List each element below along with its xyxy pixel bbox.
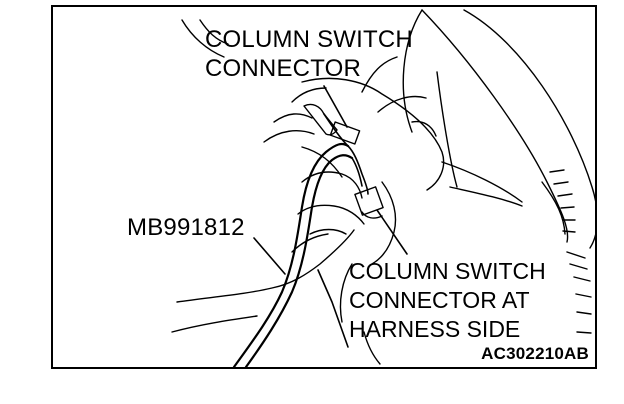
tester-cable — [232, 142, 350, 367]
column-shroud — [301, 77, 445, 191]
label-tool-mb991812: MB991812 — [127, 214, 245, 241]
leader-harness-side — [376, 209, 408, 255]
label-harness-side-line2: CONNECTOR AT — [349, 287, 530, 313]
leader-column-switch-connector — [323, 85, 348, 128]
figure-code: AC302210AB — [481, 344, 589, 363]
illustration-frame: COLUMN SWITCH CONNECTOR MB991812 COLUMN … — [51, 5, 597, 369]
label-harness-side-line3: HARNESS SIDE — [349, 316, 521, 342]
label-column-switch-connector-line2: CONNECTOR — [205, 55, 362, 82]
leader-tool — [253, 237, 286, 275]
steering-wheel-inner — [421, 9, 569, 243]
hand-outline — [176, 229, 355, 303]
line-drawing — [171, 9, 595, 367]
steering-wheel-outer — [463, 9, 595, 249]
harness-connector — [354, 186, 384, 216]
label-column-switch-connector-line1: COLUMN SWITCH — [205, 26, 413, 53]
probe-tip — [303, 103, 338, 136]
label-harness-side-line1: COLUMN SWITCH — [349, 258, 546, 284]
